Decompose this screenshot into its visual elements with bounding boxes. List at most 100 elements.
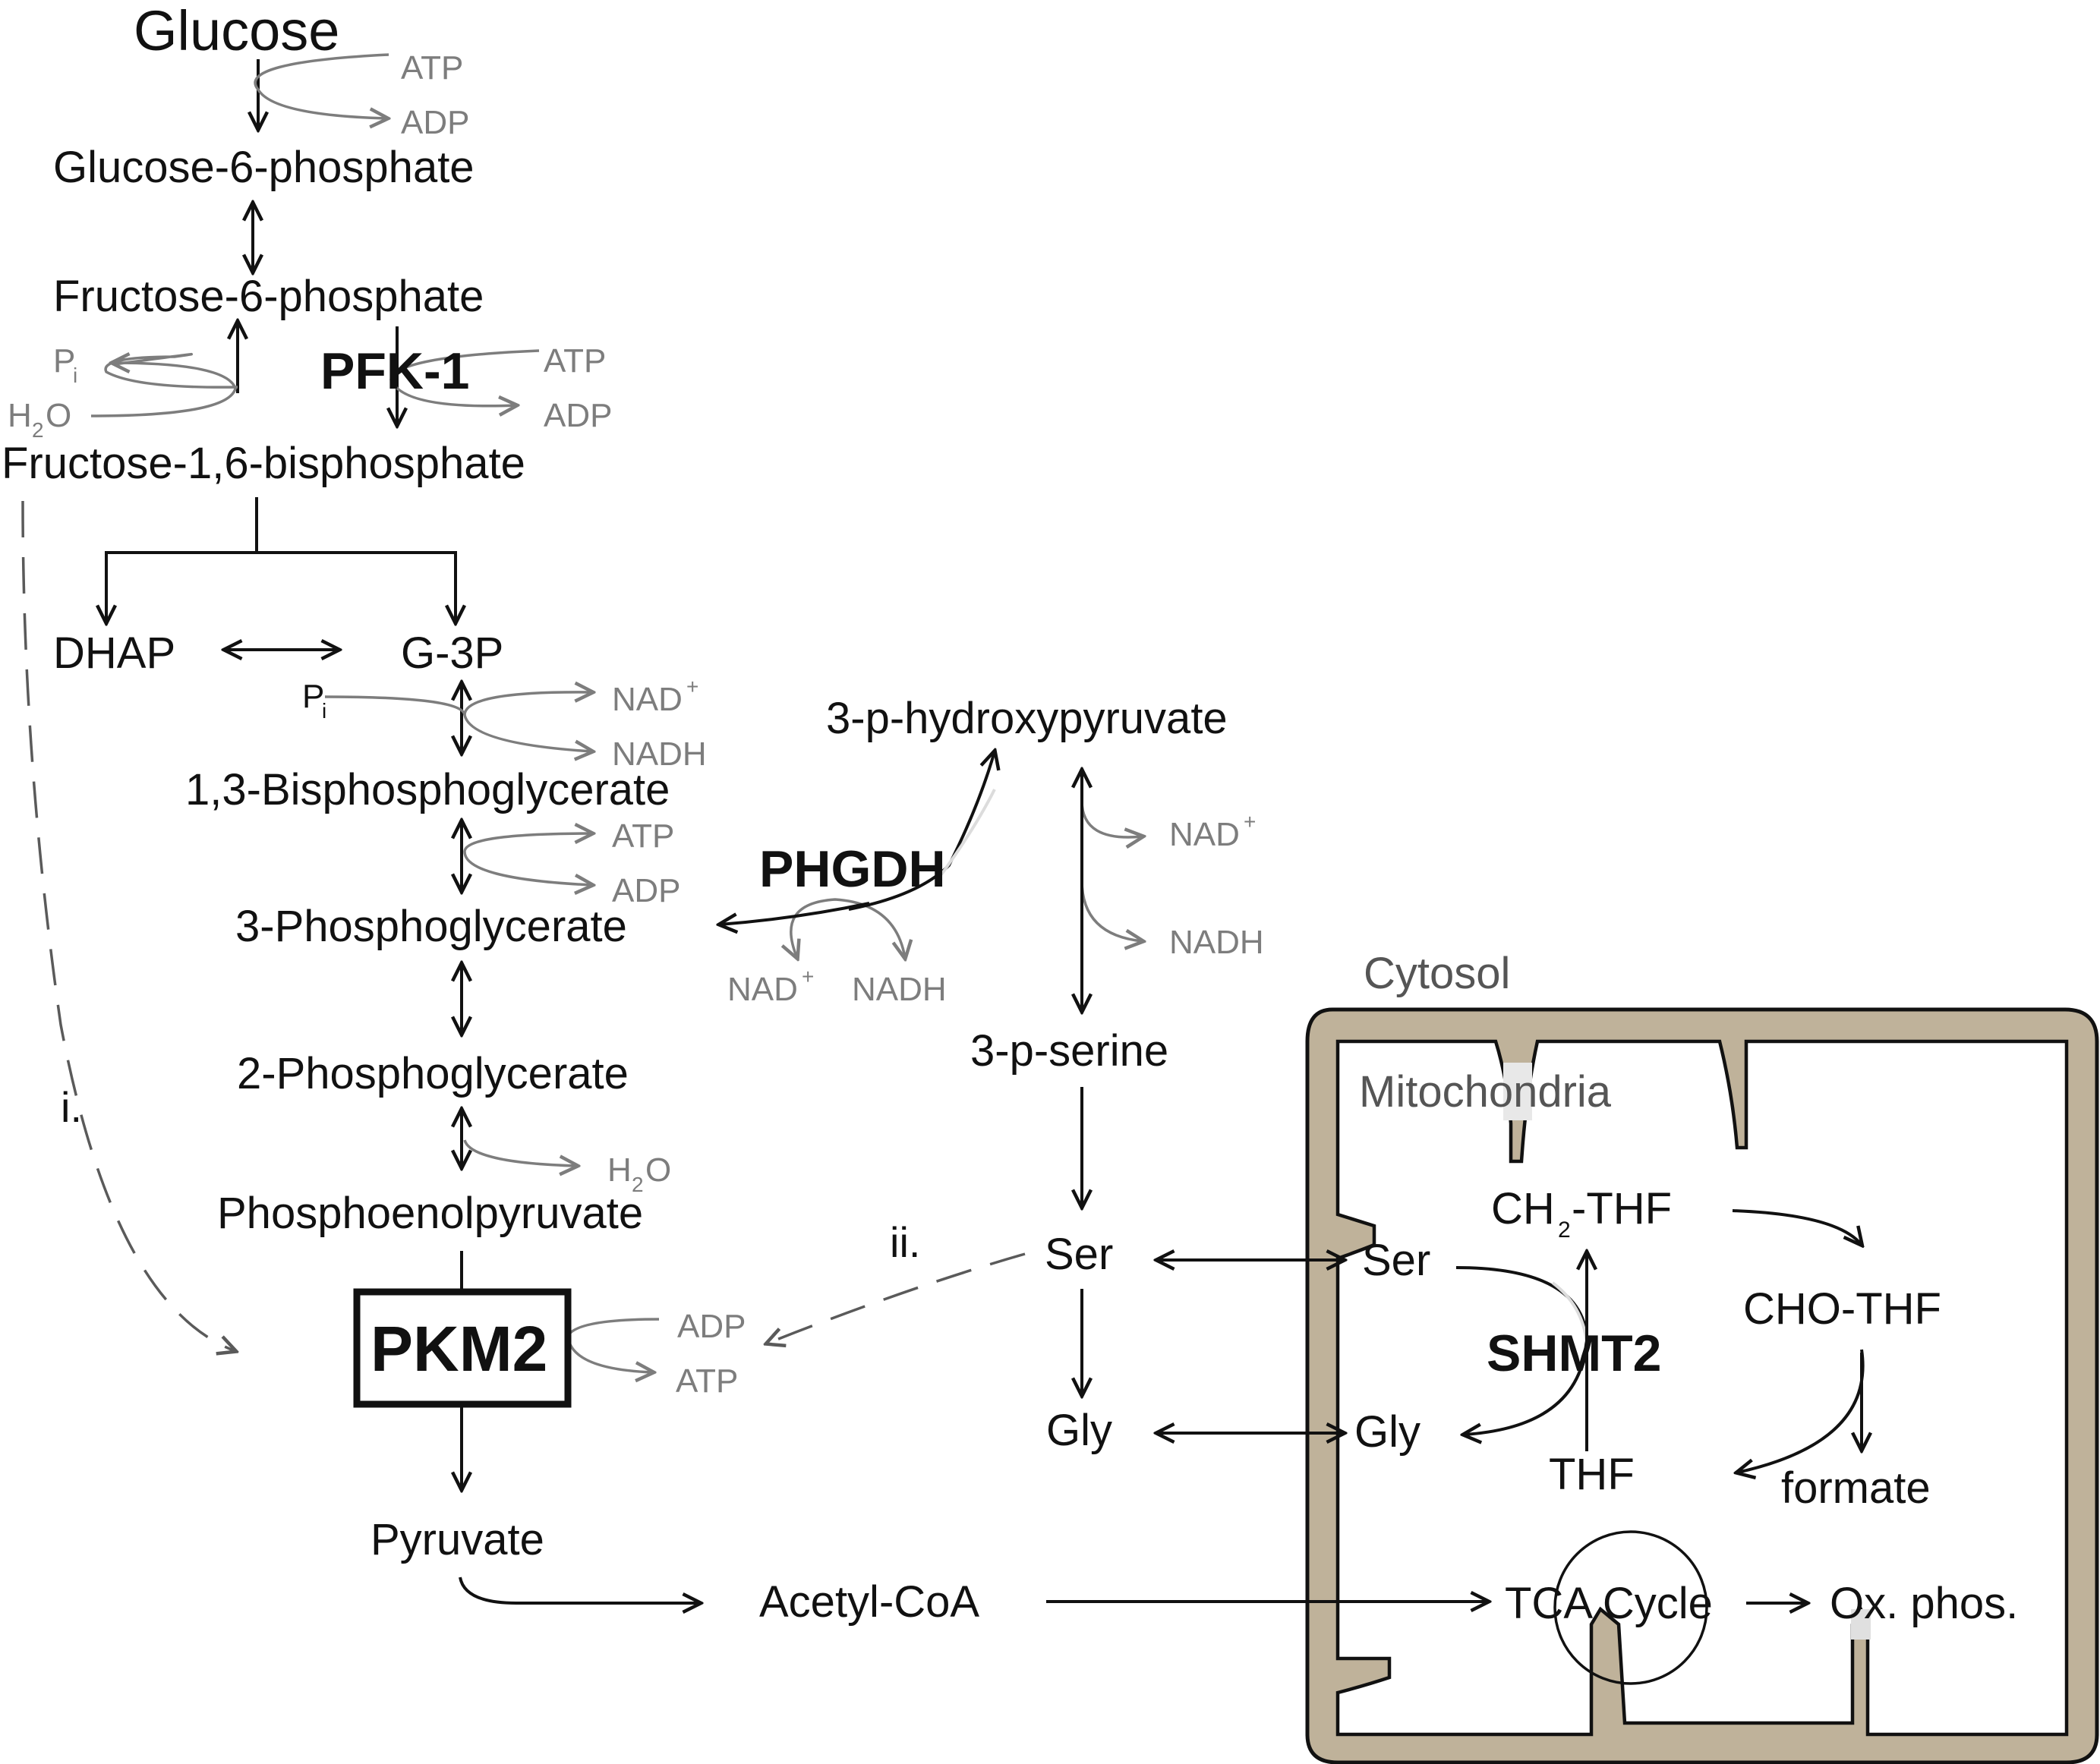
pi-1-sub: i [73,364,77,387]
arrow-f16bp-to-g3p [257,551,456,622]
label-acetyl-coa: Acetyl-CoA [759,1577,979,1627]
ch2thf-thf: -THF [1572,1184,1672,1233]
label-chothf: CHO-THF [1743,1284,1941,1334]
label-glucose: Glucose [134,0,339,62]
label-gly-mito: Gly [1354,1407,1420,1457]
label-2pg: 2-Phosphoglycerate [237,1049,629,1098]
arrow-pyruvate-to-acetylcoa [459,1577,700,1603]
label-f16bp: Fructose-1,6-bisphosphate [2,439,525,488]
label-13bpg: 1,3-Bisphosphoglycerate [185,765,670,814]
cof-atp-1: ATP [401,49,463,87]
curve-pi-nadh [324,695,592,751]
cof-nadh-2: NADH [852,971,947,1008]
nad-1-sup: + [686,675,698,698]
cof-h2o-1: H 2 O [8,397,71,442]
cof-nadh-3: NADH [1169,924,1264,961]
label-formate: formate [1781,1463,1931,1513]
h2o-1-o: O [46,397,71,434]
label-pserine: 3-p-serine [970,1026,1168,1076]
metabolite-labels: Glucose Glucose-6-phosphate Fructose-6-p… [2,0,2018,1628]
cof-adp-4: ADP [677,1308,746,1345]
cof-pi-1: P i [53,342,77,387]
label-ch2thf: CH 2 -THF [1491,1184,1672,1243]
glycolysis-arrows [106,59,1488,1603]
label-phgdh: PHGDH [759,840,946,898]
curve-atp-out [463,833,592,852]
label-pyruvate: Pyruvate [370,1515,544,1564]
pi-1-p: P [53,342,75,380]
label-f6p: Fructose-6-phosphate [53,272,484,321]
label-tca-cycle: TCA Cycle [1505,1579,1713,1628]
label-g3p: G-3P [401,628,503,678]
cof-h2o-2: H 2 O [607,1151,671,1196]
nad-2-text: NAD [727,971,798,1008]
label-3pg: 3-Phosphoglycerate [235,902,627,951]
dashed-arrow-i [21,500,235,1351]
label-pep: Phosphoenolpyruvate [217,1189,643,1238]
curve-atp-adp-pfk1 [389,349,540,406]
curve-h2o-to-pi [90,363,237,417]
arrow-f16bp-to-dhap [106,497,258,622]
mitochondrion-inner-membrane [1335,1039,2069,1737]
cof-nadh-1: NADH [612,736,707,773]
curve-pkm2-adp-atp [566,1318,660,1372]
cof-adp-3: ADP [612,872,680,909]
arrow-ch2thf-to-chothf [1732,1209,1862,1245]
h2o-2-h: H [607,1151,632,1189]
cof-nad-2: NAD + [727,965,814,1008]
annotation-labels: i. ii. [61,1083,920,1266]
label-oxphos: Ox. phos. [1830,1579,2018,1628]
nad-3-text: NAD [1169,816,1240,853]
serine-branch-arrows [720,751,1344,1433]
phgdh-light-segment [940,789,996,876]
pi-2-sub: i [322,699,326,723]
curve-nadh-serine-out [1080,880,1143,941]
pi-2-p: P [302,678,324,715]
curve-phgdh-nad-nadh [791,898,905,958]
curve-nad-serine-in [1080,800,1143,837]
cof-nad-3: NAD + [1169,810,1256,853]
cof-atp-2: ATP [544,342,606,380]
regulation-arrows [21,500,1026,1351]
label-ser-mito: Ser [1362,1236,1430,1285]
oxphos-highlight [1851,1609,1871,1640]
curve-h2o-out [463,1139,577,1166]
pkm2-box [353,1288,572,1408]
label-thf: THF [1549,1450,1635,1499]
dashed-arrow-ii [767,1252,1026,1343]
mitochondrial-arrows [1455,1209,1871,1685]
compartment-labels: Cytosol Mitochondria [1359,949,1612,1117]
label-g6p: Glucose-6-phosphate [53,143,475,192]
label-ser-cytosol: Ser [1045,1230,1113,1279]
cofactor-labels: ATP ADP P i H 2 O ATP ADP P i NAD + NADH… [8,49,1264,1400]
h2o-1-h: H [8,397,32,434]
ch2thf-ch: CH [1491,1184,1555,1233]
mitochondria-label-highlight [1503,1063,1532,1120]
label-pkm2: PKM2 [370,1313,547,1384]
arrow-phgdh-to-3pg [720,902,870,925]
nad-3-sup: + [1244,810,1256,833]
label-hydroxypyruvate: 3-p-hydroxypyruvate [826,694,1228,743]
curve-nad-in [463,692,592,716]
cof-atp-4: ATP [676,1362,738,1400]
label-shmt2: SHMT2 [1487,1325,1661,1382]
h2o-2-o: O [645,1151,671,1189]
label-mitochondria: Mitochondria [1359,1067,1612,1117]
cof-pi-2: P i [302,678,326,723]
label-cytosol: Cytosol [1364,949,1510,998]
label-dhap: DHAP [53,628,175,678]
h2o-1-sub: 2 [32,418,44,442]
curve-h2o-pi-placeholder [104,352,238,389]
annotation-ii: ii. [890,1218,920,1266]
ch2thf-subscript: 2 [1558,1217,1571,1243]
enzyme-labels: PFK-1 PHGDH PKM2 SHMT2 [320,342,1661,1408]
curve-adp-in [463,851,592,885]
nad-2-sup: + [802,965,814,988]
cofactor-arrows [90,53,1143,1372]
cof-atp-3: ATP [612,817,674,855]
cof-adp-2: ADP [544,397,612,434]
curve-atp-adp-hexokinase [254,53,389,118]
cof-nad-1: NAD + [612,675,698,718]
nad-1-text: NAD [612,681,683,718]
label-pfk1: PFK-1 [320,342,469,400]
